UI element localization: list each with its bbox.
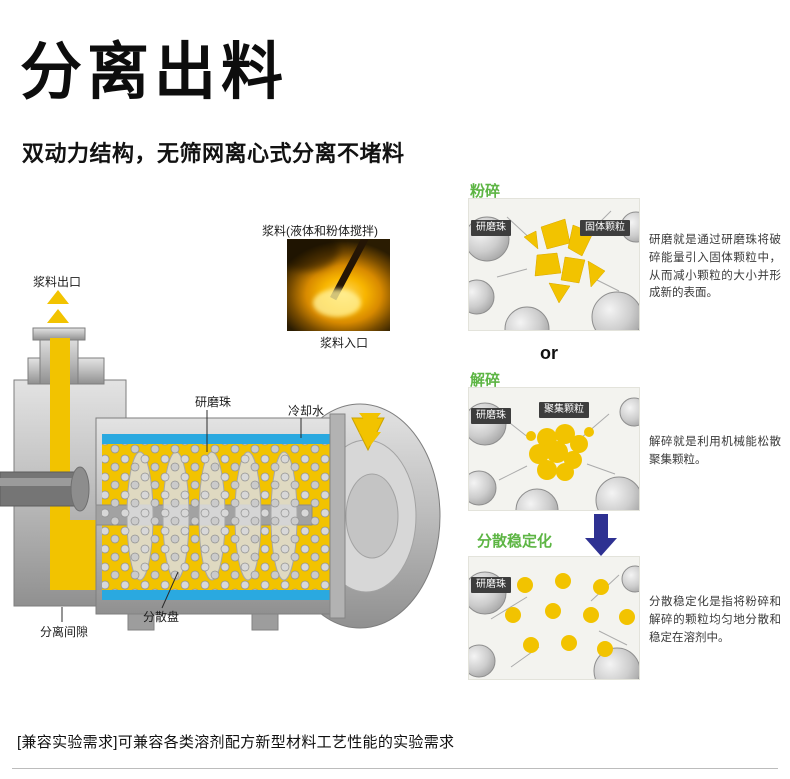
badge-grinding-bead: 研磨珠	[471, 220, 511, 236]
bottom-divider	[12, 768, 778, 769]
step-title-deagglomeration: 解碎	[470, 372, 501, 389]
page-subtitle: 双动力结构，无筛网离心式分离不堵料	[22, 141, 405, 166]
down-arrow-icon	[359, 432, 381, 446]
desc-crushing: 研磨就是通过研磨珠将破碎能量引入固体颗粒中，从而减小颗粒的大小并形成新的表面。	[649, 234, 781, 300]
label-slurry-outlet: 浆料出口	[33, 275, 82, 289]
step-title-crushing: 粉碎	[470, 183, 501, 200]
slurry-photo	[287, 239, 390, 331]
badge-aggregate-particle: 聚集颗粒	[539, 402, 589, 418]
diagram-deagglomeration: 研磨珠 聚集颗粒	[468, 387, 640, 511]
machine-cutaway-diagram	[0, 327, 441, 631]
slurry-inlet-arrows	[359, 413, 381, 451]
desc-deagglomeration: 解碎就是利用机械能松散聚集颗粒。	[649, 436, 781, 466]
photo-shadow	[287, 239, 339, 271]
diagram-crushing: 研磨珠 固体颗粒	[468, 198, 640, 331]
label-separation-gap: 分离间隙	[40, 625, 89, 639]
badge-grinding-bead: 研磨珠	[471, 408, 511, 424]
up-arrow-icon	[47, 290, 69, 304]
photo-glare	[313, 289, 361, 317]
label-slurry-inlet: 浆料入口	[320, 336, 369, 350]
footer-note: [兼容实验需求]可兼容各类溶剂配方新型材料工艺性能的实验需求	[17, 734, 455, 751]
step-title-stabilization: 分散稳定化	[477, 533, 553, 550]
up-arrow-icon	[47, 309, 69, 323]
page-title: 分离出料	[20, 38, 289, 107]
label-grinding-beads: 研磨珠	[195, 395, 232, 409]
down-arrow-icon	[359, 413, 381, 427]
process-down-arrow-icon	[585, 514, 617, 556]
crushing-illustration	[469, 210, 639, 330]
label-cooling-water: 冷却水	[288, 404, 325, 418]
desc-stabilization: 分散稳定化是指将粉碎和解碎的颗粒均匀地分散和稳定在溶剂中。	[649, 596, 781, 644]
diagram-stabilization: 研磨珠	[468, 556, 640, 680]
slurry-outlet-arrows	[47, 290, 69, 328]
badge-solid-particle: 固体颗粒	[580, 220, 630, 236]
or-label: or	[540, 343, 558, 363]
badge-grinding-bead: 研磨珠	[471, 577, 511, 593]
stabilization-illustration	[469, 565, 639, 679]
label-slurry-caption: 浆料(液体和粉体搅拌)	[262, 224, 378, 238]
label-dispersion-disc: 分散盘	[143, 610, 180, 624]
